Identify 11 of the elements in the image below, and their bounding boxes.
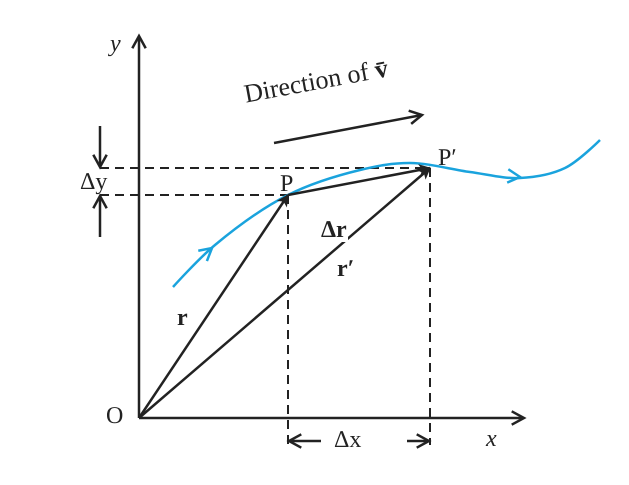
point-label: P [280,172,294,196]
axis-label: x [486,427,497,451]
dimension-label: Δx [334,428,362,452]
edge-label: Δr [320,218,348,242]
annotation-text: Direction of v̄ [242,55,390,108]
point-label: O [106,404,124,428]
dimension-label: Δy [80,170,108,194]
vector-arrow [288,164,431,196]
vector-arrow [138,167,431,419]
point-label: P′ [438,146,457,170]
axis-label: y [110,32,121,56]
